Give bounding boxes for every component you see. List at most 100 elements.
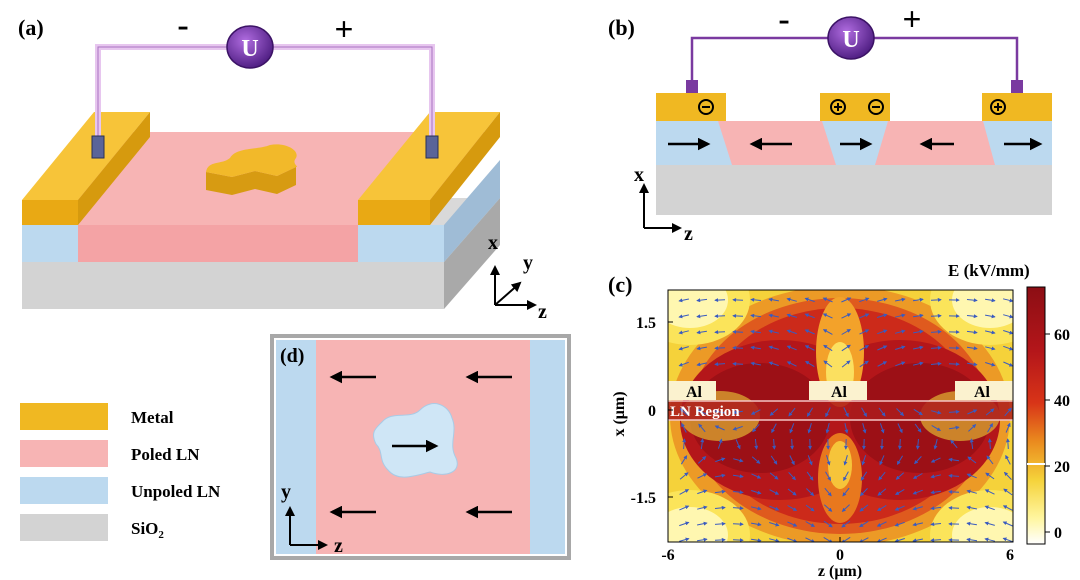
field-vector [913, 329, 924, 334]
field-vector [825, 422, 830, 434]
ln-region-label: LN Region [670, 404, 740, 420]
field-vector [825, 407, 831, 418]
voltage-source-a [226, 25, 274, 69]
unpoled-front-right [358, 225, 444, 262]
field-vector [841, 360, 851, 368]
field-vector [768, 329, 780, 334]
panel-a: (a) U - + x y [18, 7, 547, 323]
left-electrode-front [22, 200, 78, 225]
field-vector [930, 329, 942, 334]
field-vector [862, 423, 867, 434]
field-vector [841, 329, 851, 335]
field-vector [894, 313, 906, 318]
field-vector [877, 488, 887, 496]
field-vector [787, 537, 798, 542]
legend-label: Metal [131, 408, 174, 427]
right-electrode-front [358, 200, 430, 225]
field-vector [915, 438, 920, 450]
field-vector [876, 537, 887, 542]
field-vector [715, 473, 726, 478]
field-vector [700, 438, 705, 450]
field-vector [714, 346, 726, 351]
field-vector [841, 504, 850, 512]
field-vector [678, 330, 689, 335]
legend-label: SiO2 [131, 519, 164, 541]
field-vector [1005, 422, 1011, 433]
domain-side [206, 167, 296, 195]
field-vector [752, 423, 760, 433]
field-vector [930, 297, 942, 302]
field-vector [806, 488, 815, 497]
field-vector [930, 361, 942, 366]
field-vector [786, 297, 797, 302]
field-vector [914, 423, 922, 433]
charge-minus-1 [698, 99, 714, 115]
right-electrode-side [430, 112, 500, 225]
field-vector [914, 456, 922, 465]
field-vector [696, 314, 708, 319]
field-vector [696, 521, 708, 526]
field-vector [877, 361, 888, 367]
legend-swatch [20, 477, 108, 504]
sio2-front [22, 262, 444, 309]
field-vector [681, 422, 687, 433]
field-vector [878, 407, 886, 417]
field-vector [930, 474, 942, 479]
field-vector [714, 330, 726, 335]
field-vector [682, 438, 687, 450]
field-vector [876, 521, 887, 527]
field-vector [896, 455, 904, 465]
colorbar-tick: 40 [1054, 393, 1070, 410]
legend-swatch [20, 403, 108, 430]
field-vector [966, 537, 978, 542]
field-vector [967, 409, 978, 415]
field-vector [930, 538, 942, 542]
field-vector [897, 423, 903, 434]
ln-region-band [668, 401, 1013, 420]
field-vector [987, 423, 993, 433]
field-vector [786, 361, 797, 367]
field-vector [804, 313, 815, 319]
field-vector [1003, 361, 1013, 367]
field-vector [912, 297, 924, 302]
field-vector [714, 537, 726, 542]
field-vector [966, 330, 978, 335]
field-vector [948, 473, 960, 478]
field-vector [842, 487, 850, 497]
field-vector [933, 438, 938, 450]
field-vector [714, 521, 726, 526]
voltage-source-b [827, 16, 875, 60]
electrode-right-b [982, 93, 1052, 121]
field-vector [750, 329, 762, 334]
field-vector [714, 505, 726, 510]
field-vector [732, 490, 744, 495]
field-vector [768, 313, 780, 318]
field-vector [696, 298, 708, 303]
field-vector [751, 522, 762, 527]
wire-b [690, 36, 1019, 91]
field-vector [930, 457, 941, 463]
field-vector [966, 346, 978, 351]
domain-d [373, 403, 458, 478]
axis-x-a: x [488, 232, 498, 254]
axis-z-d: z [334, 535, 343, 557]
field-vector [696, 362, 708, 367]
field-vector [877, 297, 888, 302]
sio2-right [444, 198, 500, 309]
field-vector [841, 313, 852, 319]
field-vector [843, 455, 848, 466]
field-vector [968, 424, 977, 432]
field-vector [679, 408, 689, 416]
field-vector [912, 489, 923, 495]
field-vector [732, 361, 744, 366]
field-vector [984, 330, 996, 335]
field-vector [714, 425, 725, 431]
field-vector [986, 455, 994, 465]
field-vector [987, 438, 992, 450]
field-vector [879, 423, 885, 434]
field-vector [697, 473, 708, 479]
poled-front [78, 225, 358, 262]
field-vector [949, 425, 960, 430]
field-vector [966, 473, 977, 479]
